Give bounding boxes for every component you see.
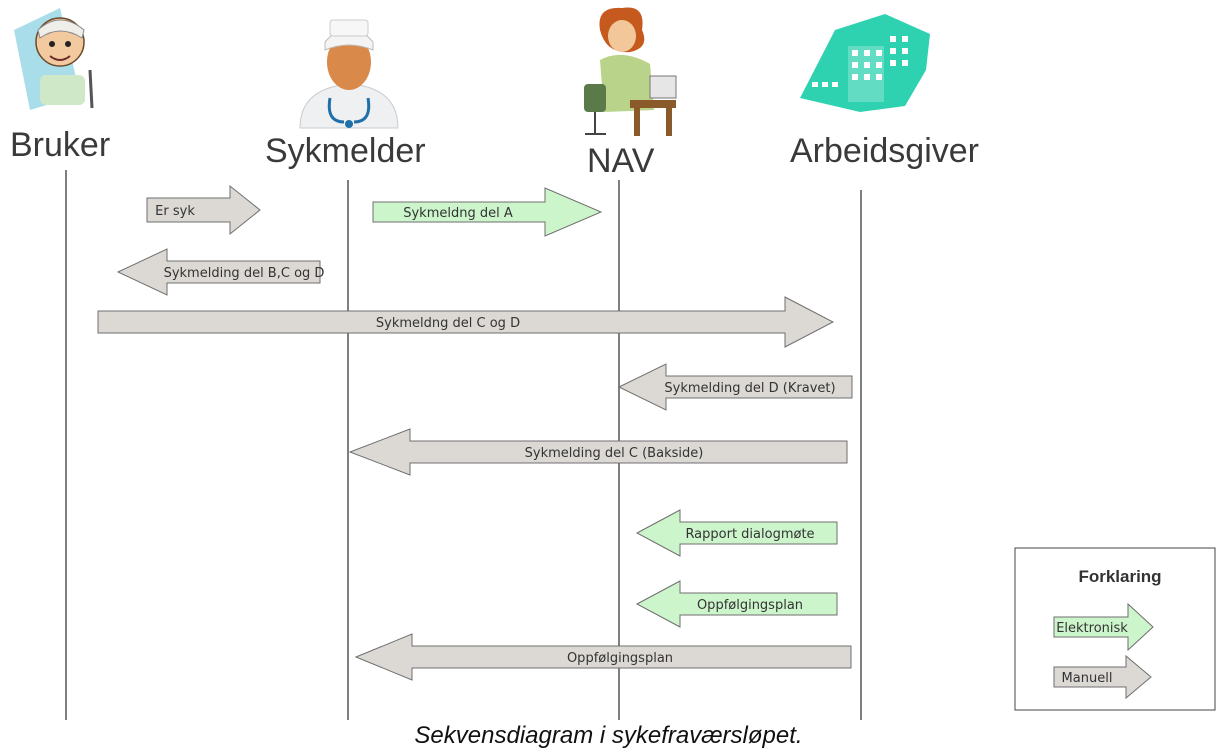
- message-label: Sykmelding del D (Kravet): [664, 381, 835, 396]
- legend-electronic-label: Elektronisk: [1056, 621, 1128, 636]
- actor-label-arbeidsgiver: Arbeidsgiver: [790, 132, 979, 170]
- legend-manual-label: Manuell: [1062, 671, 1113, 686]
- office-worker-icon: [584, 7, 677, 136]
- message-arrow: Rapport dialogmøte: [635, 509, 838, 557]
- message-arrow: Oppfølgingsplan: [354, 633, 852, 681]
- legend-manual-arrow: [1053, 654, 1152, 700]
- actor-label-sykmelder: Sykmelder: [265, 132, 426, 170]
- message-label: Sykmeldng del C og D: [376, 316, 520, 331]
- message-label: Sykmeldng del A: [403, 206, 513, 221]
- legend-title: Forklaring: [1078, 567, 1161, 586]
- diagram-caption: Sekvensdiagram i sykefraværsløpet.: [414, 722, 803, 749]
- actor-label-nav: NAV: [587, 142, 655, 180]
- building-icon: [800, 14, 930, 112]
- patient-icon: [14, 8, 94, 110]
- message-label: Oppfølgingsplan: [697, 598, 803, 613]
- actor-label-bruker: Bruker: [10, 126, 110, 164]
- doctor-icon: [299, 19, 399, 129]
- message-label: Oppfølgingsplan: [567, 651, 673, 666]
- message-arrow: Sykmelding del C (Bakside): [348, 428, 848, 476]
- message-arrow: Er syk: [146, 184, 261, 236]
- message-arrow: Sykmeldng del C og D: [97, 296, 835, 348]
- legend: Forklaring Elektronisk Manuell: [1014, 547, 1216, 711]
- message-arrow: Sykmelding del B,C og D: [116, 248, 325, 296]
- message-label: Sykmelding del B,C og D: [164, 266, 325, 281]
- message-label: Er syk: [155, 204, 195, 219]
- message-label: Sykmelding del C (Bakside): [525, 446, 704, 461]
- legend-electronic-arrow: [1053, 602, 1154, 652]
- message-arrow: Oppfølgingsplan: [635, 580, 838, 628]
- message-label: Rapport dialogmøte: [685, 527, 814, 542]
- message-arrow: Sykmelding del D (Kravet): [617, 363, 853, 411]
- message-arrow: Sykmeldng del A: [372, 187, 603, 237]
